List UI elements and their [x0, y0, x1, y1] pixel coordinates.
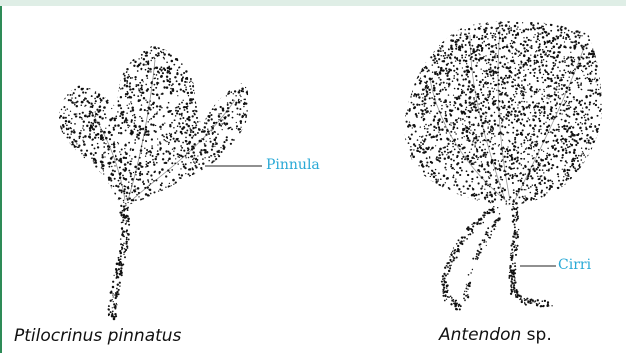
right-crinoid-cirri [441, 206, 553, 310]
right-caption-suffix: sp. [521, 325, 551, 345]
left-crown-veins [90, 60, 235, 200]
right-species-name: Antendon [439, 325, 521, 345]
left-species-name: Ptilocrinus pinnatus [14, 326, 181, 346]
left-crinoid-crown [49, 39, 256, 211]
right-specimen-caption: Antendon sp. [439, 325, 552, 345]
right-crinoid-crown [394, 17, 611, 211]
pinnula-label: Pinnula [266, 157, 320, 173]
cirri-label: Cirri [558, 257, 591, 273]
left-specimen-caption: Ptilocrinus pinnatus [14, 326, 181, 346]
left-crinoid-stalk [108, 204, 131, 320]
